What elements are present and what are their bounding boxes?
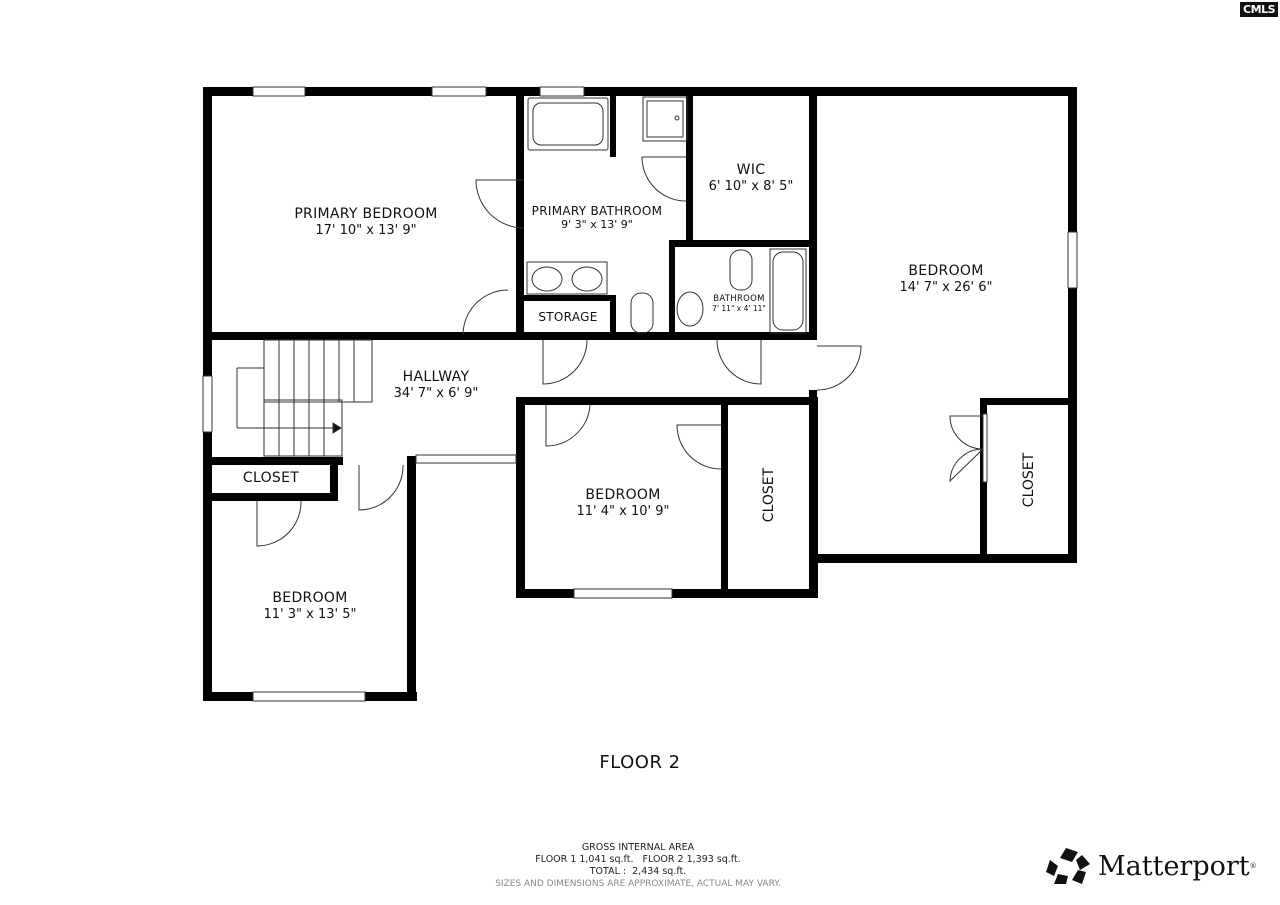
room-name: BATHROOM: [713, 294, 765, 304]
room-storage: STORAGE: [538, 310, 597, 324]
matterport-logo-icon: [1046, 848, 1090, 884]
room-bedroom-southwest: BEDROOM 11' 3" x 13' 5": [264, 590, 357, 622]
room-bathroom: BATHROOM 7' 11" x 4' 11": [712, 294, 766, 313]
room-primary-bedroom: PRIMARY BEDROOM 17' 10" x 13' 9": [294, 206, 437, 238]
registered-mark: ®: [1249, 862, 1257, 870]
room-name: STORAGE: [538, 310, 598, 324]
matterport-logo-spacer: [1044, 846, 1088, 886]
room-dimensions: 7' 11" x 4' 11": [712, 304, 766, 314]
room-dimensions: 9' 3" x 13' 9": [561, 218, 633, 232]
room-name: BEDROOM: [272, 590, 348, 606]
area-floors: FLOOR 1 1,041 sq.ft. FLOOR 2 1,393 sq.ft…: [535, 854, 741, 865]
floor-title: FLOOR 2: [599, 752, 681, 773]
room-name: WIC: [736, 162, 766, 178]
room-name: PRIMARY BATHROOM: [531, 204, 663, 218]
door-swings: [256, 156, 988, 547]
gross-area-summary: GROSS INTERNAL AREA FLOOR 1 1,041 sq.ft.…: [495, 842, 781, 890]
room-dimensions: 34' 7" x 6' 9": [393, 385, 479, 401]
fixtures: [526, 96, 807, 334]
area-disclaimer: SIZES AND DIMENSIONS ARE APPROXIMATE, AC…: [495, 879, 781, 889]
room-wic: WIC 6' 10" x 8' 5": [709, 162, 794, 194]
room-primary-bathroom: PRIMARY BATHROOM 9' 3" x 13' 9": [532, 204, 663, 232]
room-dimensions: 14' 7" x 26' 6": [899, 279, 993, 295]
room-bedroom-large: BEDROOM 14' 7" x 26' 6": [900, 263, 993, 295]
room-closet-left: CLOSET: [243, 470, 299, 487]
room-name: HALLWAY: [402, 369, 470, 385]
windows: [202, 86, 1078, 702]
room-dimensions: 17' 10" x 13' 9": [315, 222, 417, 238]
room-name: BEDROOM: [585, 487, 661, 503]
matterport-brand: Matterport ®: [1044, 846, 1257, 886]
room-dimensions: 6' 10" x 8' 5": [708, 178, 794, 194]
area-heading: GROSS INTERNAL AREA: [581, 842, 695, 853]
room-dimensions: 11' 4" x 10' 9": [576, 503, 670, 519]
room-dimensions: 11' 3" x 13' 5": [263, 606, 357, 622]
room-name: BEDROOM: [908, 263, 984, 279]
cmls-badge: CMLS: [1240, 2, 1278, 17]
room-closet-right: CLOSET: [1021, 452, 1037, 508]
room-closet-middle: CLOSET: [761, 467, 777, 523]
staircase: [236, 339, 373, 457]
room-name: PRIMARY BEDROOM: [294, 206, 438, 222]
room-bedroom-middle: BEDROOM 11' 4" x 10' 9": [577, 487, 670, 519]
room-name: CLOSET: [242, 470, 300, 486]
matterport-wordmark: Matterport: [1098, 850, 1250, 882]
room-hallway: HALLWAY 34' 7" x 6' 9": [394, 369, 479, 401]
area-total: TOTAL : 2,434 sq.ft.: [589, 866, 687, 877]
